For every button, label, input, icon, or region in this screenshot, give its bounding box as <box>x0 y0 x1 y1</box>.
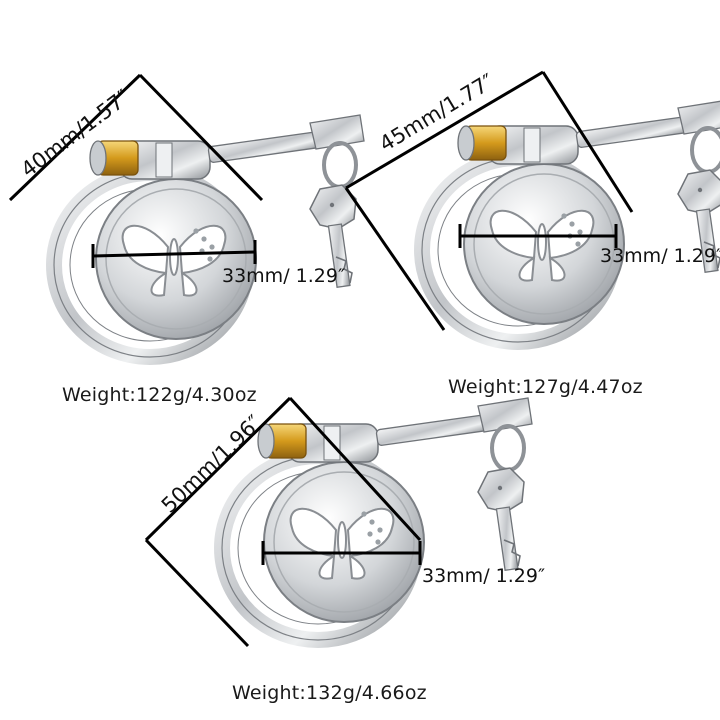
cage-2-graphic <box>422 100 720 342</box>
dimension-width-1: 33mm/ 1.29″ <box>91 240 345 287</box>
width-label-2: 33mm/ 1.29″ <box>600 245 720 267</box>
cage-3-graphic <box>222 398 532 640</box>
width-label-1: 33mm/ 1.29″ <box>222 265 345 287</box>
weight-label-3: Weight:132g/4.66oz <box>232 682 427 704</box>
dimension-width-3: 33mm/ 1.29″ <box>261 541 545 587</box>
width-label-3: 33mm/ 1.29″ <box>422 565 545 587</box>
weight-label-2: Weight:127g/4.47oz <box>448 376 643 398</box>
product-3-illustration <box>222 398 532 640</box>
dimension-width-2: 33mm/ 1.29″ <box>458 224 720 267</box>
product-2-illustration <box>422 100 720 342</box>
weight-label-1: Weight:122g/4.30oz <box>62 384 257 406</box>
product-1-illustration <box>54 115 364 357</box>
length-label-3: 50mm/1.96″ <box>157 410 267 517</box>
cage-1-graphic <box>54 115 364 357</box>
